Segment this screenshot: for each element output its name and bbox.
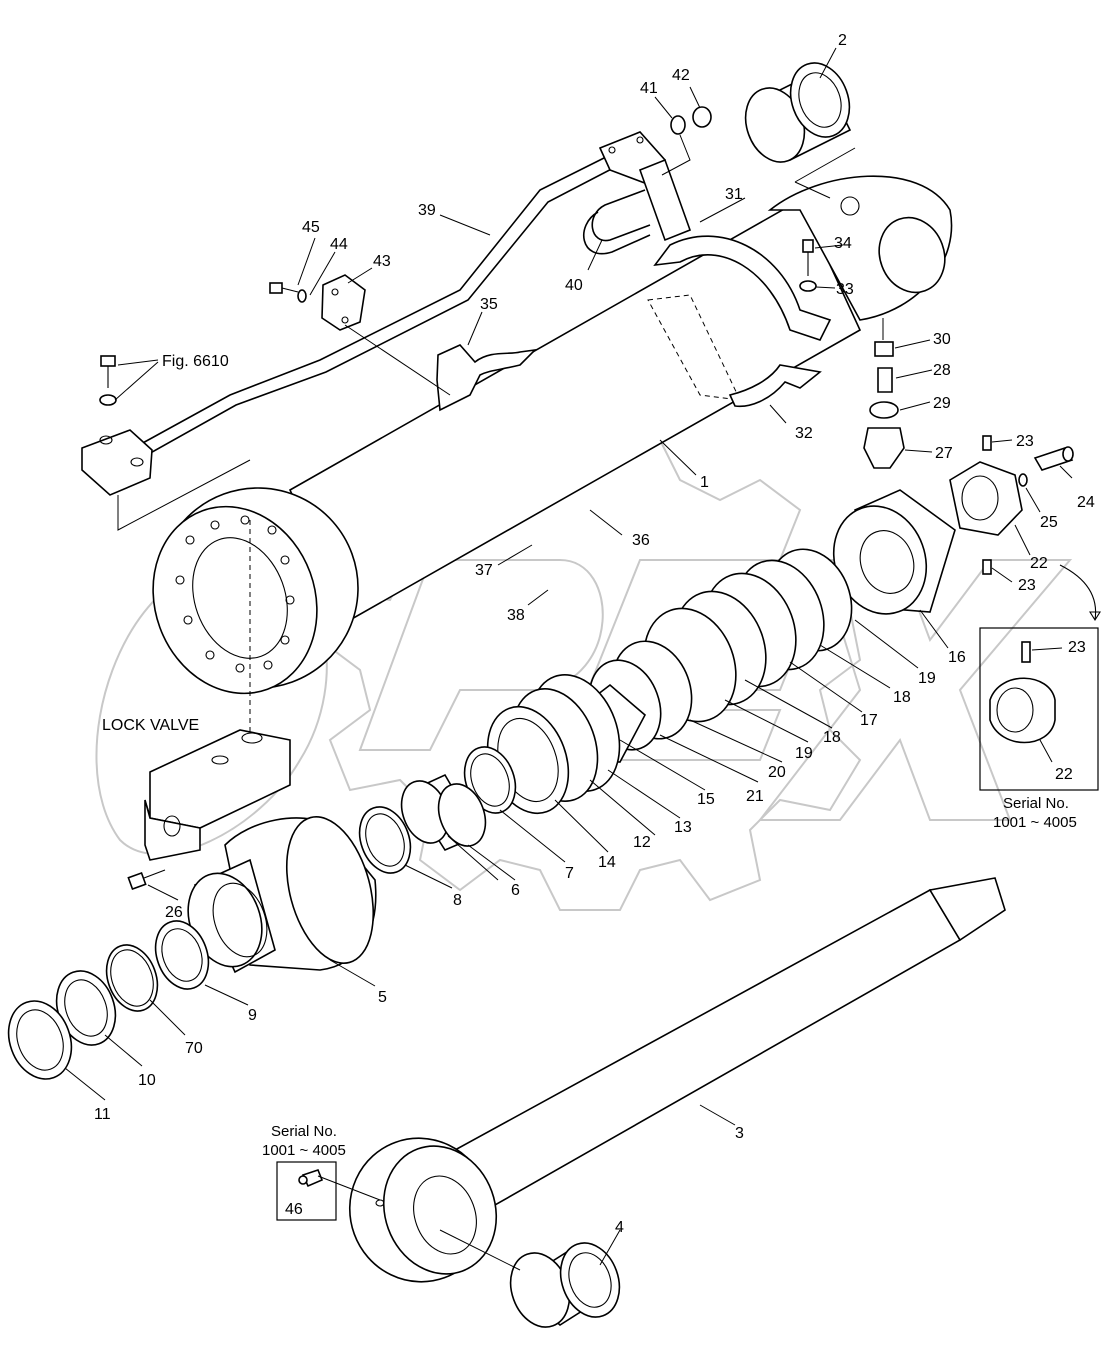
label-36: 36: [632, 532, 650, 549]
piston-rod: [348, 877, 1006, 1283]
label-31: 31: [725, 186, 743, 203]
label-9: 9: [248, 1007, 257, 1024]
label-26: 26: [165, 904, 183, 921]
seal-9: [154, 920, 210, 990]
serial-right-title: Serial No.: [1003, 795, 1069, 812]
washer-41: [670, 115, 686, 135]
label-17: 17: [860, 712, 878, 729]
label-40: 40: [565, 277, 583, 294]
part-labels: 1 2 3 4 5 6 7 8 9 10 11 12 13 14 15 16 1…: [94, 32, 1095, 1236]
label-14: 14: [598, 854, 616, 871]
lock-valve: [144, 729, 291, 861]
bushing-top: [744, 62, 852, 163]
label-13: 13: [674, 819, 692, 836]
label-21: 21: [746, 788, 764, 805]
label-30: 30: [933, 331, 951, 348]
label-42: 42: [672, 67, 690, 84]
cylinder-tube: [152, 175, 953, 695]
label-11: 11: [94, 1106, 111, 1123]
bracket-35: [436, 344, 538, 412]
label-7: 7: [565, 865, 574, 882]
label-37: 37: [475, 562, 493, 579]
rod-cover: [187, 816, 377, 974]
label-33: 33: [836, 281, 854, 298]
leader-lines: [64, 47, 1073, 1266]
serial-detail-box-bottom: [276, 1161, 337, 1221]
clamp-31: [638, 158, 832, 341]
seals-12-15: [486, 674, 647, 815]
piston: [832, 489, 956, 615]
label-1: 1: [700, 474, 709, 491]
label-23c: 23: [1068, 639, 1086, 656]
bolt-26: [127, 869, 166, 891]
label-35: 35: [480, 296, 498, 313]
o-ring-25: [1018, 473, 1028, 487]
label-6: 6: [511, 882, 520, 899]
clamp-32: [728, 364, 822, 408]
label-29: 29: [933, 395, 951, 412]
bushing-6: [400, 773, 487, 852]
nut-detail: [989, 641, 1056, 744]
label-20: 20: [768, 764, 786, 781]
label-18a: 18: [893, 689, 911, 706]
label-2: 2: [838, 32, 847, 49]
label-10: 10: [138, 1072, 156, 1089]
grease-nipple: [298, 1169, 324, 1188]
label-23a: 23: [1016, 433, 1034, 450]
label-41: 41: [640, 80, 658, 97]
label-34: 34: [834, 235, 852, 252]
label-24: 24: [1077, 494, 1095, 511]
label-46: 46: [285, 1201, 303, 1218]
label-15: 15: [697, 791, 715, 808]
label-38: 38: [507, 607, 525, 624]
clamp-43: [321, 274, 366, 331]
label-25: 25: [1040, 514, 1058, 531]
label-19b: 19: [795, 745, 813, 762]
pin-24: [1033, 446, 1074, 471]
serial-bottom-title: Serial No.: [271, 1123, 337, 1140]
label-3: 3: [735, 1125, 744, 1142]
label-12: 12: [633, 834, 651, 851]
label-32: 32: [795, 425, 813, 442]
u-bolt: [582, 189, 651, 255]
serial-bottom-range: 1001 ~ 4005: [262, 1142, 346, 1159]
seal-11: [7, 1000, 73, 1080]
label-39: 39: [418, 202, 436, 219]
label-70: 70: [185, 1040, 203, 1057]
label-45: 45: [302, 219, 320, 236]
piston-nut: [949, 435, 1023, 575]
bolt-45: [269, 282, 307, 303]
flange-bolt-holes: [175, 515, 295, 673]
label-44: 44: [330, 236, 348, 253]
valve-parts: [863, 341, 905, 469]
bushing-bottom: [509, 1242, 621, 1328]
label-18b: 18: [823, 729, 841, 746]
label-4: 4: [615, 1219, 624, 1236]
o-ring-70: [105, 944, 159, 1012]
serial-right-range: 1001 ~ 4005: [993, 814, 1077, 831]
nut-42: [692, 106, 712, 128]
label-16: 16: [948, 649, 966, 666]
label-43: 43: [373, 253, 391, 270]
lock-valve-label: LOCK VALVE: [102, 717, 199, 734]
label-8: 8: [453, 892, 462, 909]
label-23b: 23: [1018, 577, 1036, 594]
label-22a: 22: [1030, 555, 1048, 572]
watermark-text: OPEX: [360, 752, 388, 763]
bolt-fig-6610: [99, 355, 117, 406]
label-19a: 19: [918, 670, 936, 687]
label-28: 28: [933, 362, 951, 379]
label-22b: 22: [1055, 766, 1073, 783]
bolt-34: [799, 239, 817, 292]
label-27: 27: [935, 445, 953, 462]
ring-8: [358, 806, 412, 874]
serial-detail-box-right: [979, 627, 1099, 791]
fig-reference: Fig. 6610: [162, 353, 229, 370]
label-5: 5: [378, 989, 387, 1006]
